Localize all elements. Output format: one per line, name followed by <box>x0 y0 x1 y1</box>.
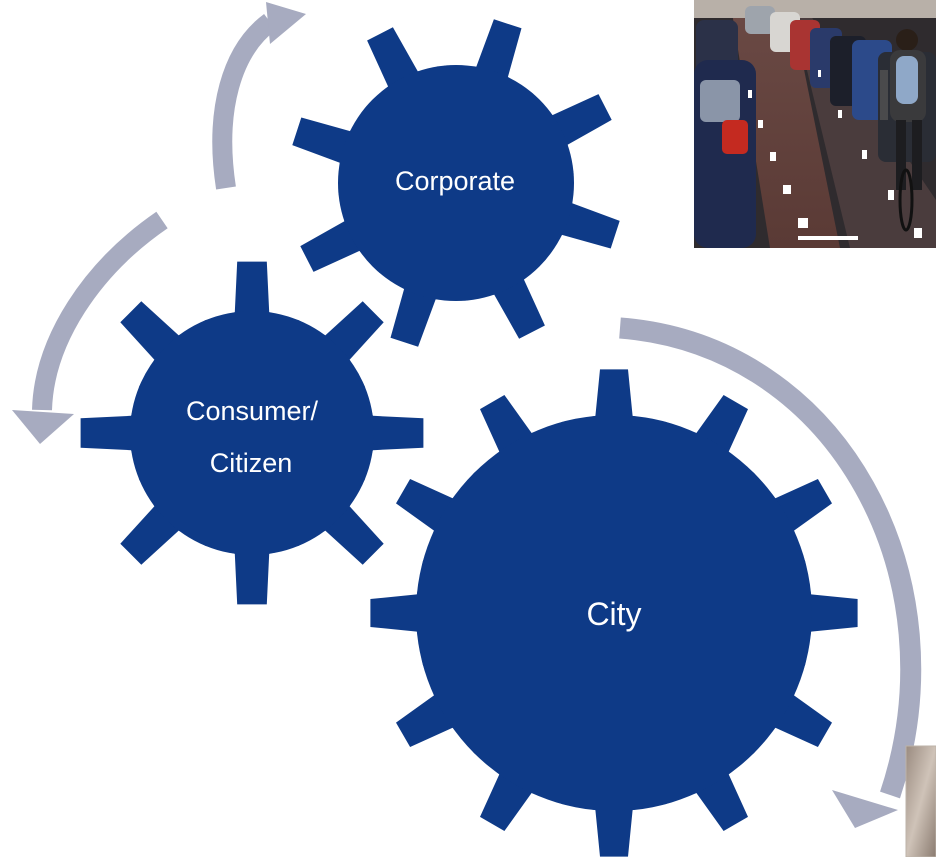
gear-consumer-citizen <box>80 261 424 605</box>
gear-label-city: City <box>586 596 641 632</box>
gear-city-shape-hub <box>416 415 812 811</box>
cycle-arrows <box>12 2 922 828</box>
arrow-left <box>12 211 168 444</box>
bike-lane-photo <box>694 0 936 248</box>
cyclist <box>880 29 926 232</box>
gear-city <box>370 369 858 857</box>
arrow-top <box>212 2 306 190</box>
gear-label-corporate: Corporate <box>395 166 515 196</box>
gear-corporate-shape-hub <box>338 65 574 301</box>
bottom-right-photo <box>905 745 936 857</box>
gear-corporate <box>292 19 620 347</box>
arrow-right <box>619 317 922 828</box>
gear-label-consumer: Consumer/ <box>186 396 319 426</box>
gear-label-citizen: Citizen <box>210 448 293 478</box>
gear-consumer-shape-hub <box>130 311 374 555</box>
